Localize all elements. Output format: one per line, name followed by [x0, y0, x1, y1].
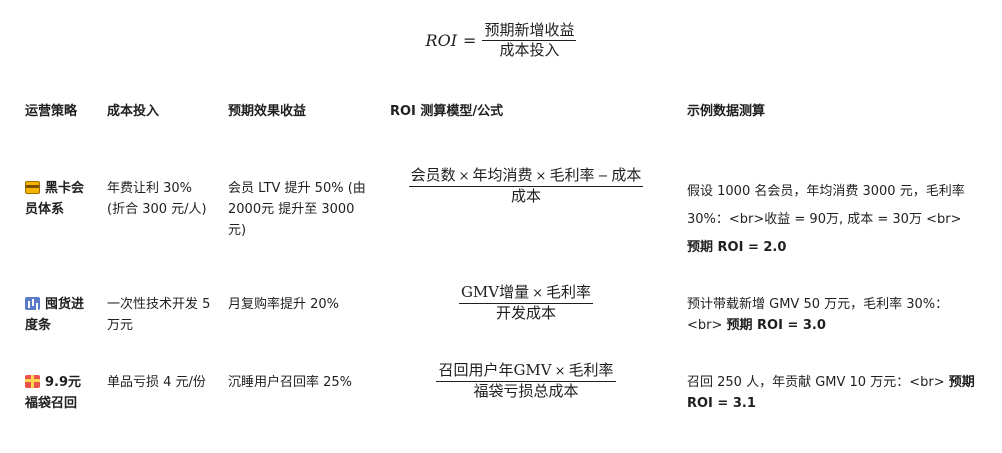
- table-row-strategy: 黑卡会员体系: [25, 178, 85, 220]
- formula-denominator: 成本投入: [499, 41, 560, 59]
- formula-term: 毛利率: [568, 361, 614, 379]
- fraction-bar: [458, 303, 594, 304]
- header-effect: 预期效果收益: [228, 104, 307, 119]
- row-effect: 月复购率提升 20%: [228, 297, 340, 312]
- row-example: 假设 1000 名会员，年均消费 3000 元，毛利率 30%：<br>收益 =…: [687, 178, 977, 262]
- formula-equals: =: [463, 31, 477, 50]
- roi-formula: ROI = 预期新增收益 成本投入: [0, 21, 1002, 60]
- formula-term: 毛利率: [549, 166, 595, 184]
- row-cost: 单品亏损 4 元/份: [107, 375, 206, 390]
- row-formula: 会员数×年均消费×毛利率−成本 成本: [380, 166, 672, 206]
- header-cost: 成本投入: [107, 104, 160, 119]
- strategy-label: 囤货进度条: [25, 297, 85, 333]
- row-example: 召回 250 人，年贡献 GMV 10 万元：<br> 预期 ROI = 3.1: [687, 372, 977, 414]
- fraction-bar: [408, 186, 644, 187]
- table-row-strategy: 9.9元福袋召回: [25, 372, 85, 414]
- minus-operator: −: [597, 169, 609, 184]
- header-strategy: 运营策略: [25, 104, 78, 119]
- bar-chart-icon: [25, 297, 40, 310]
- strategy-label: 9.9元福袋召回: [25, 375, 82, 411]
- fraction-bar: [482, 40, 577, 41]
- multiply-operator: ×: [532, 286, 544, 301]
- credit-card-icon: [25, 181, 40, 194]
- row-effect: 沉睡用户召回率 25%: [228, 375, 353, 390]
- example-roi: 预期 ROI = 3.0: [726, 318, 826, 333]
- formula-denominator: 福袋亏损总成本: [473, 382, 579, 400]
- row-cost: 年费让利 30% (折合 300 元/人): [107, 181, 207, 217]
- example-text: 预计带载新增 GMV 50 万元，毛利率 30%：<br>: [687, 297, 949, 333]
- formula-term: 召回用户年GMV: [438, 361, 552, 379]
- multiply-operator: ×: [554, 364, 566, 379]
- fraction-bar: [436, 381, 616, 382]
- header-example: 示例数据测算: [687, 104, 766, 119]
- row-formula: 召回用户年GMV×毛利率 福袋亏损总成本: [380, 361, 672, 401]
- example-text: 假设 1000 名会员，年均消费 3000 元，毛利率 30%：<br>收益 =…: [687, 184, 965, 227]
- row-formula-fraction: 召回用户年GMV×毛利率 福袋亏损总成本: [436, 361, 616, 401]
- formula-term: 会员数: [410, 166, 456, 184]
- row-example: 预计带载新增 GMV 50 万元，毛利率 30%：<br> 预期 ROI = 3…: [687, 294, 977, 336]
- gift-icon: [25, 375, 40, 388]
- table-row-strategy: 囤货进度条: [25, 294, 85, 336]
- row-formula-fraction: GMV增量×毛利率 开发成本: [458, 283, 594, 323]
- row-cost: 一次性技术开发 5 万元: [107, 297, 211, 333]
- example-text: 召回 250 人，年贡献 GMV 10 万元：<br>: [687, 375, 949, 390]
- formula-term: GMV增量: [460, 283, 530, 301]
- header-formula: ROI 测算模型/公式: [390, 104, 504, 119]
- row-formula-fraction: 会员数×年均消费×毛利率−成本 成本: [408, 166, 644, 206]
- formula-denominator: 成本: [510, 187, 541, 205]
- formula-numerator: 预期新增收益: [484, 21, 575, 39]
- example-roi: 预期 ROI = 3.1: [687, 375, 975, 411]
- example-roi: 预期 ROI = 2.0: [687, 240, 787, 255]
- formula-term: 年均消费: [472, 166, 533, 184]
- formula-term: 毛利率: [546, 283, 592, 301]
- multiply-operator: ×: [458, 169, 470, 184]
- formula-denominator: 开发成本: [495, 304, 556, 322]
- strategy-label: 黑卡会员体系: [25, 181, 85, 217]
- formula-fraction: 预期新增收益 成本投入: [482, 21, 577, 60]
- multiply-operator: ×: [535, 169, 547, 184]
- formula-lhs: ROI: [425, 31, 458, 50]
- row-formula: GMV增量×毛利率 开发成本: [380, 283, 672, 323]
- formula-term: 成本: [611, 166, 642, 184]
- row-effect: 会员 LTV 提升 50% (由 2000元 提升至 3000元): [228, 181, 366, 238]
